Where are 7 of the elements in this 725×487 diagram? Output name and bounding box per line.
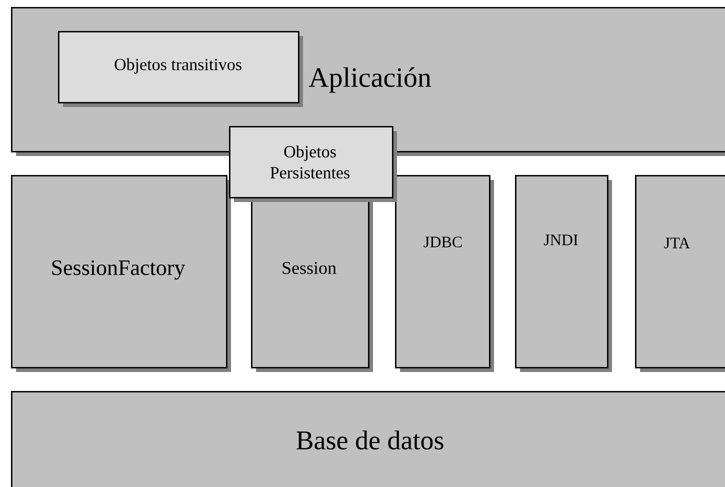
layer-box: Base de datos — [11, 391, 725, 487]
layer-box: JNDI — [515, 175, 612, 372]
layer-box: SessionFactory — [11, 175, 231, 372]
layer-box: JTA — [635, 175, 725, 372]
layer-box: Objetos transitivos — [58, 31, 303, 107]
layer-box: JDBC — [395, 175, 494, 372]
layer-box: Objetos Persistentes — [229, 126, 397, 202]
